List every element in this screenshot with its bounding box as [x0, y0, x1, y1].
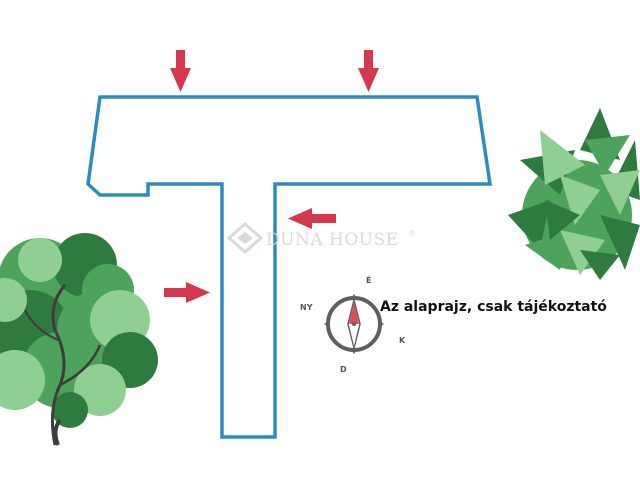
disclaimer-note: Az alaprajz, csak tájékoztató: [380, 299, 607, 315]
entrance-arrow-top-right-icon: [358, 50, 379, 92]
watermark-logo: DUNA HOUSE ®: [226, 222, 416, 254]
entrance-arrow-right-icon: [288, 208, 336, 229]
watermark-registered: ®: [408, 229, 416, 238]
tree-right-icon: [508, 108, 640, 280]
compass-label-south: D: [340, 365, 347, 374]
compass-label-east: K: [399, 336, 406, 345]
tree-left-icon: [0, 233, 158, 446]
watermark-brand: DUNA HOUSE: [266, 230, 399, 250]
duna-house-logo-icon: [226, 222, 264, 254]
entrance-arrow-top-left-icon: [170, 50, 191, 92]
compass-label-west: NY: [300, 303, 313, 312]
compass-icon: É K D NY: [300, 274, 406, 374]
compass-label-north: É: [366, 274, 371, 285]
floor-plan-outline: [86, 95, 493, 439]
entrance-arrow-left-icon: [164, 282, 210, 303]
